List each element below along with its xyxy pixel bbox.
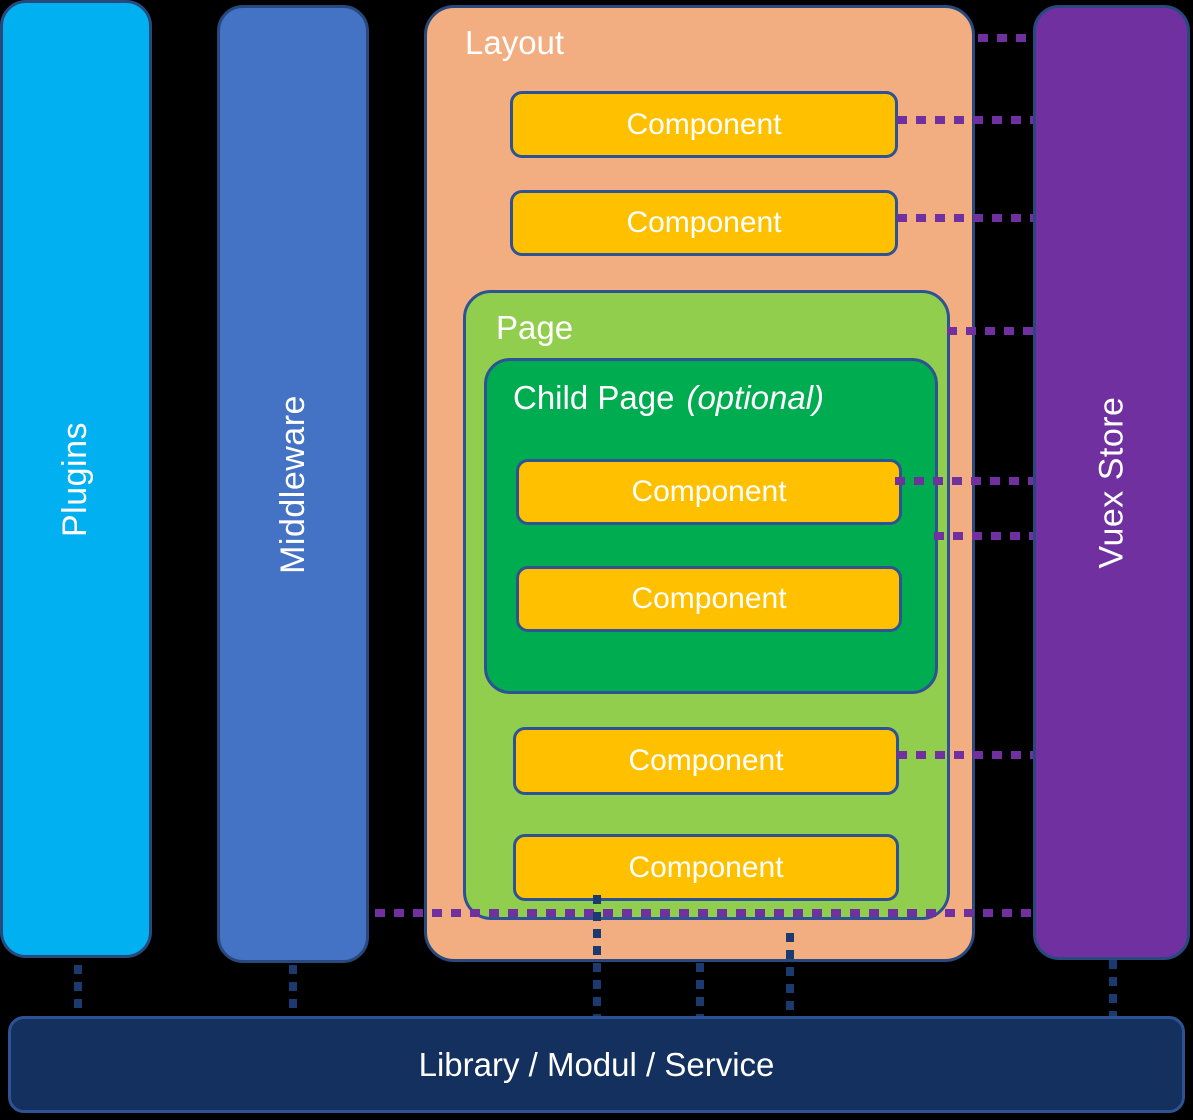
connector-middleware-to-vuex	[375, 909, 1033, 917]
connector-layout-to-vuex	[978, 34, 1033, 42]
page-container: Page Child Page (optional) Component Comp…	[463, 290, 950, 920]
connector-layout-to-library	[696, 963, 704, 1016]
plugins-label: Plugins	[56, 421, 95, 537]
layout-component-1: Component	[510, 91, 898, 158]
connector-page-to-library	[786, 933, 794, 1016]
middleware-column: Middleware	[217, 5, 369, 963]
layout-label: Layout	[465, 24, 565, 61]
child-page-component-1: Component	[516, 459, 902, 525]
page-component-2: Component	[513, 834, 899, 901]
component-label: Component	[626, 107, 782, 141]
component-label: Component	[628, 744, 784, 777]
child-page-component-2: Component	[516, 566, 902, 632]
connector-plugins-to-library	[74, 965, 82, 1016]
connector-page-component1-to-vuex	[897, 751, 1033, 759]
connector-page-component2-to-library	[593, 895, 601, 1016]
middleware-label: Middleware	[273, 394, 312, 574]
connector-childpage-component1-to-vuex	[895, 477, 1033, 485]
child-page-label: Child Page (optional)	[513, 379, 824, 417]
page-component-1: Component	[513, 727, 899, 795]
library-label: Library / Modul / Service	[418, 1045, 775, 1083]
connector-layout-component1-to-vuex	[897, 116, 1033, 124]
child-page-label-text: Child Page	[513, 379, 675, 416]
vuex-store-label: Vuex Store	[1092, 396, 1131, 569]
component-label: Component	[628, 850, 784, 884]
child-page-optional-label: (optional)	[686, 379, 825, 416]
vuex-store-column: Vuex Store	[1033, 5, 1190, 960]
component-label: Component	[631, 582, 787, 615]
connector-vuex-to-library	[1109, 960, 1117, 1016]
connector-childpage-to-vuex	[934, 532, 1033, 540]
library-bar: Library / Modul / Service	[8, 1016, 1185, 1113]
page-label: Page	[496, 309, 574, 346]
child-page-container: Child Page (optional) Component Component	[484, 358, 938, 694]
connector-page-to-vuex	[947, 327, 1033, 335]
layout-container: Layout Component Component Page Child Pa…	[424, 5, 975, 962]
component-label: Component	[631, 475, 787, 508]
connector-middleware-to-library	[289, 965, 297, 1016]
connector-layout-component2-to-vuex	[897, 214, 1033, 222]
layout-component-2: Component	[510, 190, 898, 256]
component-label: Component	[626, 206, 782, 239]
plugins-column: Plugins	[0, 0, 152, 958]
